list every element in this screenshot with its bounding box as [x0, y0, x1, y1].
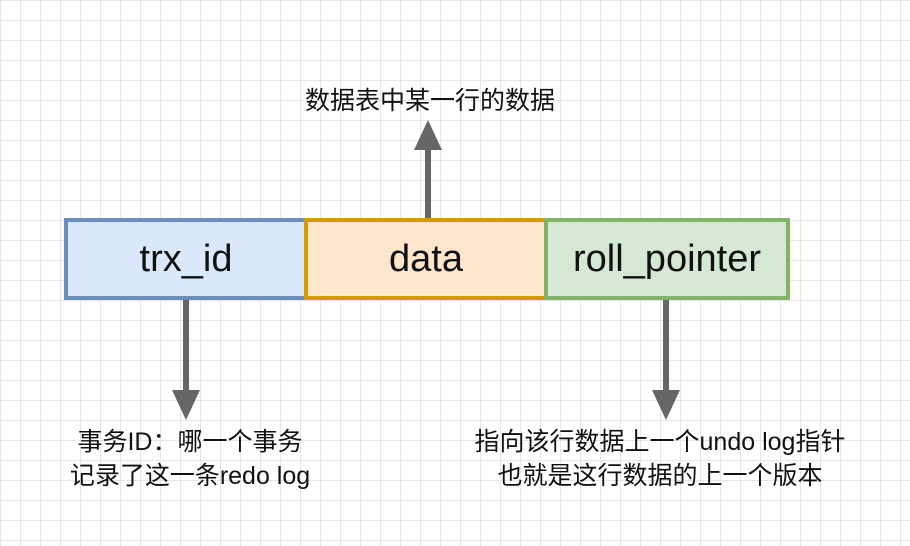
roll-pointer-caption-line-1: 指向该行数据上一个undo log指针	[474, 428, 846, 456]
roll-pointer-cell: roll_pointer	[544, 218, 790, 300]
roll-pointer-caption-line-2: 也就是这行数据的上一个版本	[497, 462, 823, 490]
trx-id-label: trx_id	[139, 237, 233, 280]
roll-pointer-caption: 指向该行数据上一个undo log指针 也就是这行数据的上一个版本	[410, 425, 910, 493]
trx-id-caption-line-2: 记录了这一条redo log	[69, 462, 311, 490]
trx-id-caption-line-1: 事务ID：哪一个事务	[77, 428, 303, 456]
row-data-caption: 数据表中某一行的数据	[304, 87, 555, 115]
data-label: data	[389, 237, 463, 280]
arrow-trx-id-to-caption	[172, 298, 200, 420]
data-cell: data	[304, 218, 548, 300]
arrow-roll-pointer-to-caption	[652, 298, 680, 420]
roll-pointer-label: roll_pointer	[573, 237, 761, 280]
trx-id-caption: 事务ID：哪一个事务 记录了这一条redo log	[20, 425, 360, 493]
trx-id-cell: trx_id	[64, 218, 308, 300]
arrow-data-to-caption	[414, 120, 442, 220]
